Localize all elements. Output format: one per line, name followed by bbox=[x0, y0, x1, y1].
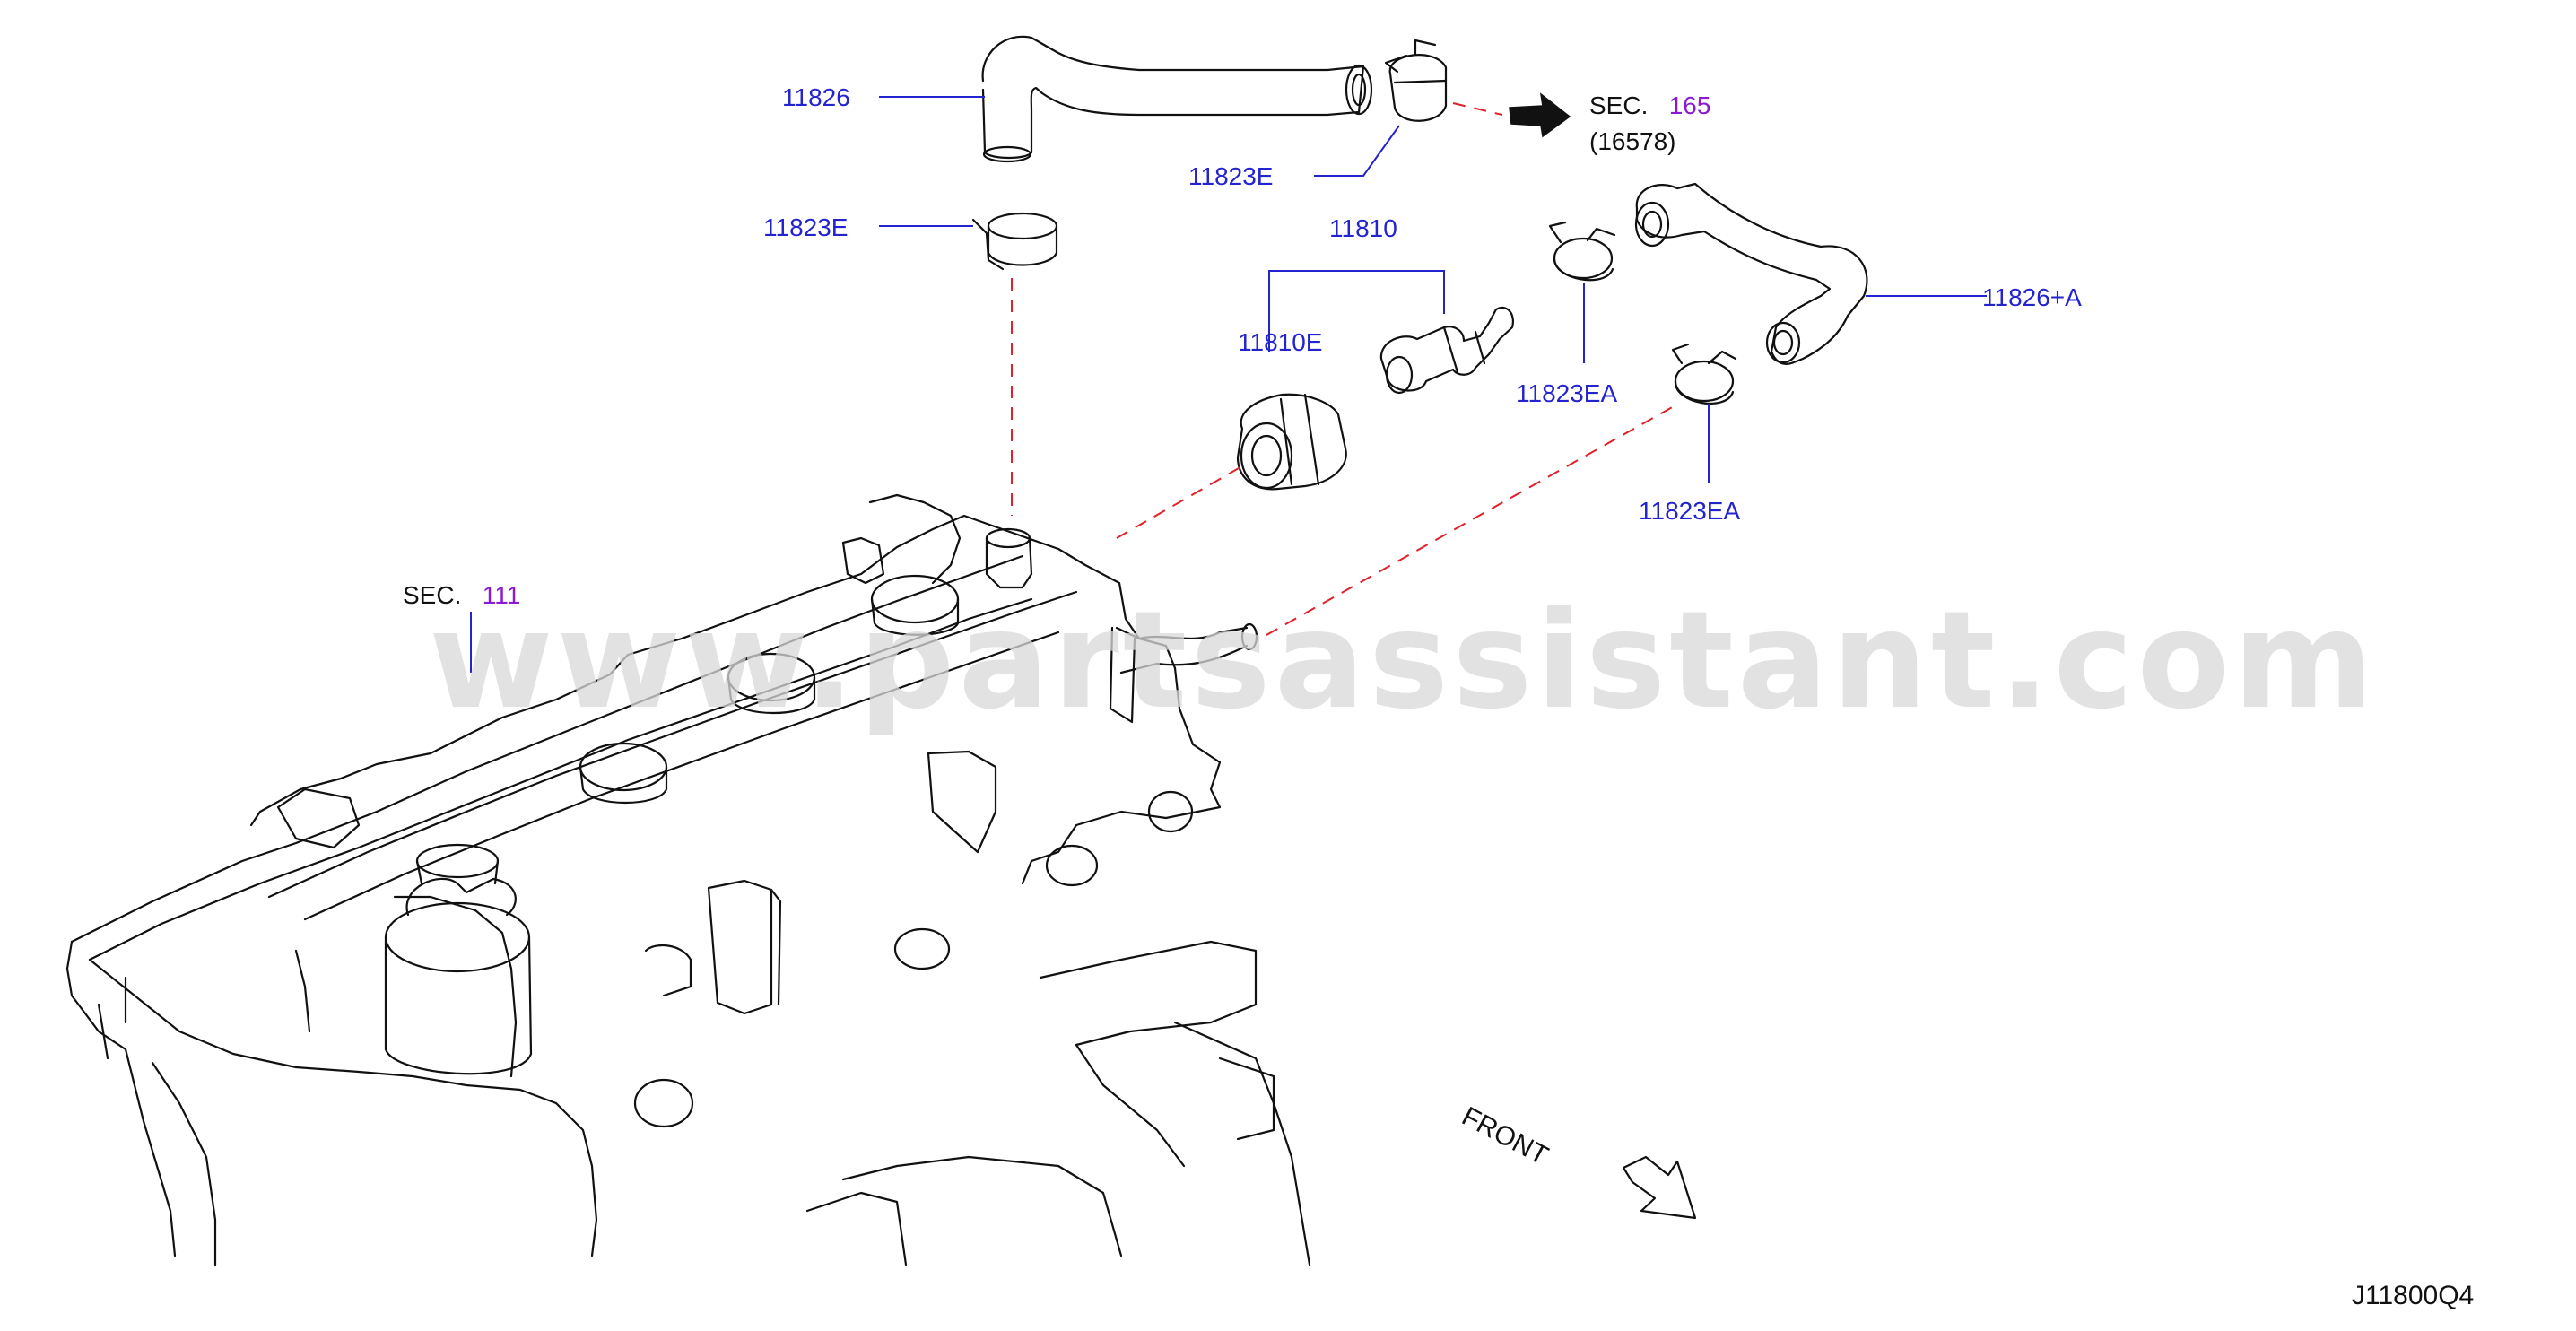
drawing-code: J11800Q4 bbox=[2352, 1281, 2475, 1310]
grommet-11810e bbox=[1236, 393, 1347, 491]
clip-11823e-upper bbox=[1384, 39, 1448, 122]
leader-lines bbox=[470, 96, 1987, 673]
front-arrow-icon bbox=[1622, 1155, 1697, 1220]
dashed-connection-lines bbox=[1011, 102, 1676, 636]
callout-11823e-lower: 11823E bbox=[763, 213, 849, 241]
callout-11826a: 11826+A bbox=[1982, 283, 2082, 311]
clip-11823ea-lower bbox=[1671, 343, 1737, 405]
callout-11826: 11826 bbox=[782, 83, 850, 111]
callout-11823ea-lower: 11823EA bbox=[1639, 497, 1741, 525]
watermark: www.partsassistant.com bbox=[429, 583, 2377, 739]
clip-11823e-lower bbox=[971, 212, 1058, 271]
section-arrow-icon bbox=[1509, 92, 1571, 138]
callout-11823ea-upper: 11823EA bbox=[1516, 379, 1618, 407]
pcv-valve-11810 bbox=[1379, 306, 1514, 395]
section-prefix: SEC. bbox=[1589, 91, 1649, 119]
section-sub-ref: (16578) bbox=[1589, 127, 1676, 155]
hose-11826a bbox=[1634, 182, 1868, 365]
section-ref-165: SEC. 165 bbox=[1589, 93, 1710, 118]
engine-block bbox=[65, 493, 1311, 1266]
callout-11810e: 11810E bbox=[1238, 328, 1323, 356]
callout-11810: 11810 bbox=[1329, 214, 1397, 242]
section-number-link[interactable]: 111 bbox=[482, 581, 521, 609]
hose-11826 bbox=[981, 35, 1373, 163]
section-prefix: SEC. bbox=[403, 581, 462, 609]
section-ref-111: SEC. 111 bbox=[403, 583, 520, 608]
clip-11823ea-upper bbox=[1548, 221, 1616, 282]
section-number-link[interactable]: 165 bbox=[1668, 91, 1711, 119]
callout-11823e-upper: 11823E bbox=[1188, 162, 1274, 190]
